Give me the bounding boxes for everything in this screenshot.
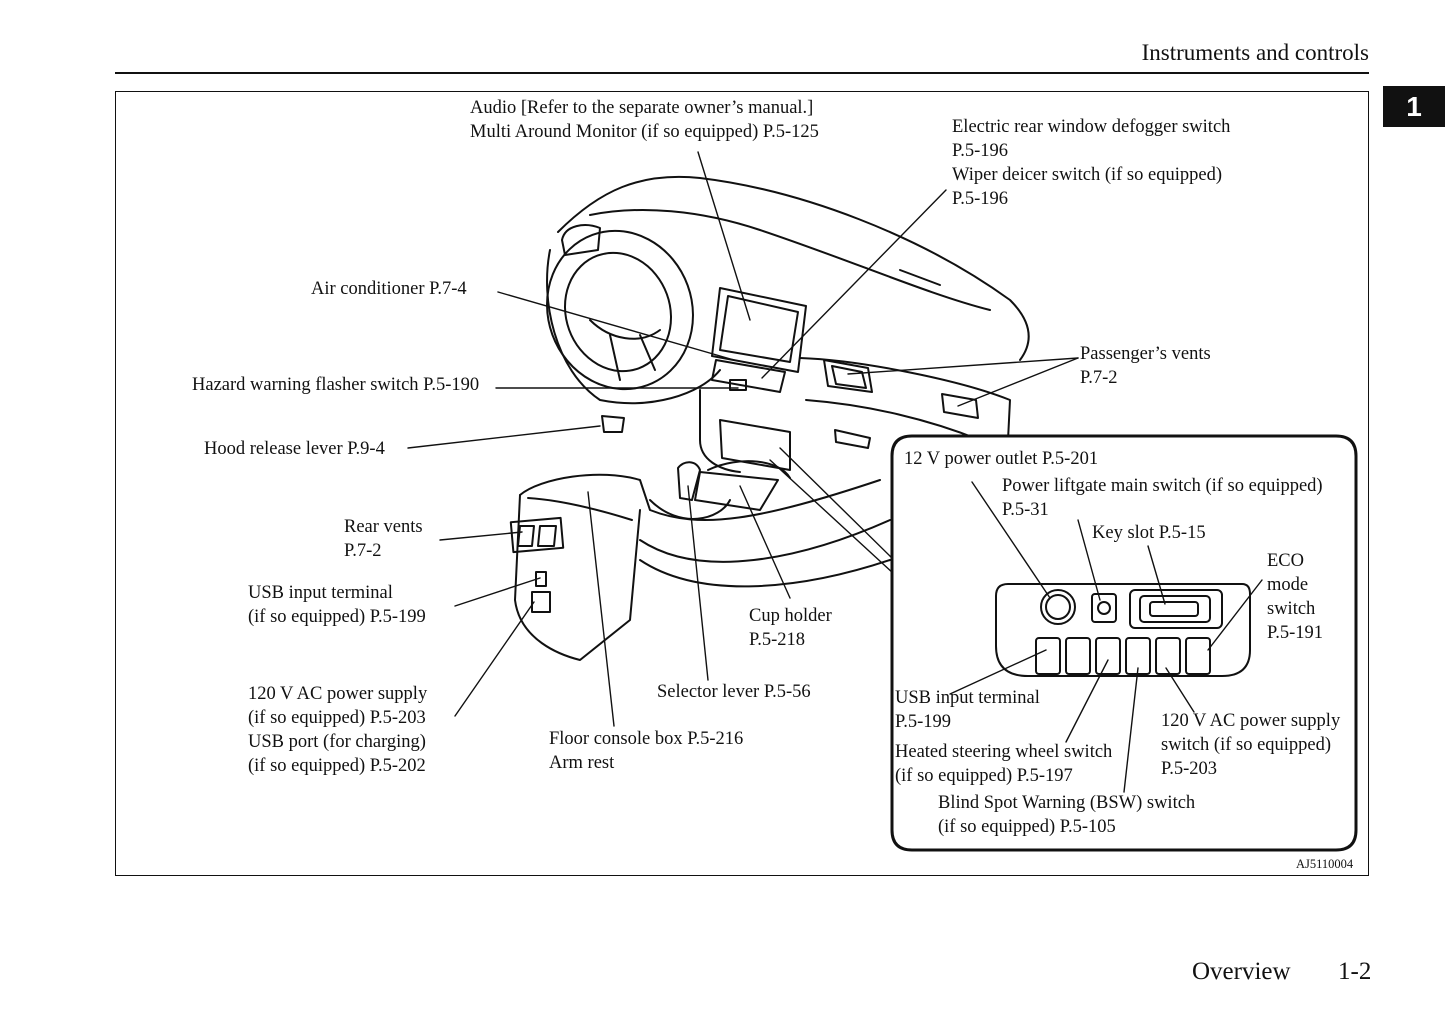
hood-release-lever: [601, 415, 625, 433]
inset-label-heated-steering: Heated steering wheel switch: [895, 742, 1113, 762]
inset-label-usb: USB input terminal: [895, 688, 1040, 708]
inset-switch-panel: [995, 583, 1251, 677]
heated-steering-switch: [1095, 637, 1121, 675]
label-cup-holder-page: P.5-218: [749, 630, 806, 650]
passenger-vent-left: [831, 365, 867, 389]
label-hazard: Hazard warning flasher switch P.5-190: [192, 375, 480, 395]
label-air-conditioner: Air conditioner P.7-4: [311, 279, 467, 299]
ac-switch: [1155, 637, 1181, 675]
inset-label-ac-switch: 120 V AC power supply: [1161, 711, 1341, 731]
label-wiper-deicer-page: P.5-196: [952, 189, 1009, 209]
label-rear-vents-page: P.7-2: [344, 541, 382, 561]
left-vent-outline: [561, 224, 601, 256]
label-audio: Audio [Refer to the separate owner’s man…: [470, 98, 814, 118]
console-outline: [519, 473, 881, 521]
label-usb-charging-page: (if so equipped) P.5-202: [248, 756, 426, 776]
footer-section: Overview: [1192, 958, 1291, 985]
page-header-title: Instruments and controls: [1141, 40, 1369, 65]
label-around-monitor: Multi Around Monitor (if so equipped) P.…: [470, 122, 819, 142]
label-ac-power-page: (if so equipped) P.5-203: [248, 708, 426, 728]
leader-lines: [407, 151, 1079, 727]
liftgate-switch-icon: [1097, 601, 1111, 615]
label-defogger: Electric rear window defogger switch: [952, 117, 1231, 137]
header-rule: [115, 72, 1369, 74]
inset-label-eco-mode: mode: [1267, 575, 1309, 595]
selector-lever-outline: [677, 461, 701, 501]
center-display-outline: [719, 295, 799, 363]
inset-label-eco-page: P.5-191: [1267, 623, 1324, 643]
dashboard-top-outline: [557, 175, 1030, 361]
label-console-box: Floor console box P.5-216: [549, 729, 744, 749]
footer-page-number: 1-2: [1338, 958, 1372, 985]
label-usb-charging: USB port (for charging): [248, 732, 426, 752]
label-hood-release: Hood release lever P.9-4: [204, 439, 385, 459]
label-cup-holder: Cup holder: [749, 606, 832, 626]
label-rear-vents: Rear vents: [344, 517, 423, 537]
inset-label-key-slot: Key slot P.5-15: [1092, 523, 1206, 543]
label-defogger-page: P.5-196: [952, 141, 1009, 161]
power-outlet-icon: [1040, 589, 1076, 625]
label-arm-rest: Arm rest: [549, 753, 615, 773]
inset-label-heated-steering-page: (if so equipped) P.5-197: [895, 766, 1073, 786]
key-slot-icon: [1149, 601, 1199, 617]
inset-label-liftgate: Power liftgate main switch (if so equipp…: [1002, 476, 1323, 496]
inset-leader-lines: [949, 481, 1263, 793]
inset-box: [890, 434, 1358, 852]
cup-holder-outline: [694, 471, 779, 511]
inset-label-usb-page: P.5-199: [895, 712, 952, 732]
inset-label-eco-switch: switch: [1267, 599, 1316, 619]
inset-label-bsw: Blind Spot Warning (BSW) switch: [938, 793, 1196, 813]
inset-label-eco: ECO: [1267, 551, 1304, 571]
rear-ac-outlet: [531, 591, 551, 613]
label-passenger-vents-page: P.7-2: [1080, 368, 1118, 388]
label-usb-rear-page: (if so equipped) P.5-199: [248, 607, 426, 627]
chapter-tab[interactable]: 1: [1383, 86, 1445, 127]
rear-vents-outline: [509, 516, 565, 554]
steering-wheel-outline: [546, 229, 694, 391]
label-wiper-deicer: Wiper deicer switch (if so equipped): [952, 165, 1222, 185]
inset-label-power-outlet: 12 V power outlet P.5-201: [904, 449, 1099, 469]
usb-switch: [1035, 637, 1061, 675]
inset-label-bsw-page: (if so equipped) P.5-105: [938, 817, 1116, 837]
inset-label-ac-switch-page: P.5-203: [1161, 759, 1218, 779]
figure-code: AJ5110004: [1296, 857, 1354, 871]
label-ac-power: 120 V AC power supply: [248, 684, 428, 704]
inset-label-ac-switch-2: switch (if so equipped): [1161, 735, 1332, 755]
label-passenger-vents: Passenger’s vents: [1080, 344, 1211, 364]
inset-label-liftgate-page: P.5-31: [1002, 500, 1049, 520]
eco-switch: [1185, 637, 1211, 675]
label-usb-rear: USB input terminal: [248, 583, 393, 603]
passenger-vent-right: [941, 393, 979, 419]
label-selector-lever: Selector lever P.5-56: [657, 682, 811, 702]
figure-frame: [115, 91, 1369, 876]
